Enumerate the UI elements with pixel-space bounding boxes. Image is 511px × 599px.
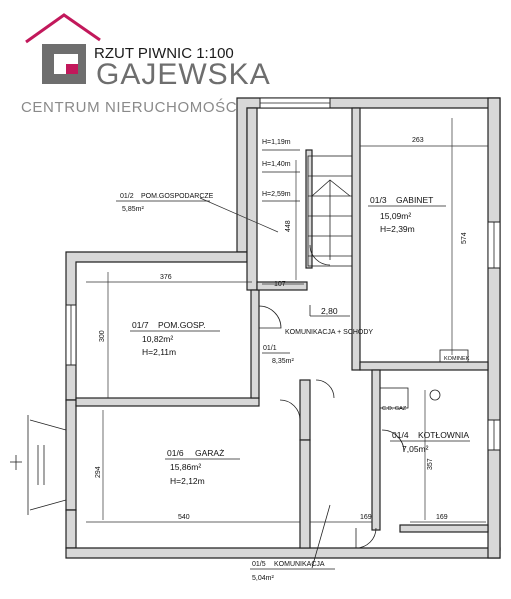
room-01-2-id: 01/2 [120, 193, 134, 200]
room-01-2-name: POM.GOSPODARCZE [141, 193, 214, 200]
height-label-3: H=2,59m [262, 191, 291, 198]
height-label-1: H=1,19m [262, 139, 291, 146]
room-01-3-id: 01/3 [370, 195, 387, 205]
gas-label: C.O. GAZ [382, 406, 407, 412]
chimney [439, 349, 469, 363]
logo-brand: GAJEWSKA [96, 58, 271, 91]
room-01-6-area: 15,86m² [170, 462, 201, 472]
dim-corridor-width: 107 [274, 281, 286, 288]
height-label-2: H=1,40m [262, 161, 291, 168]
inner-walls [75, 107, 489, 549]
room-01-7-area: 10,82m² [142, 334, 173, 344]
dim-corridor-169-a: 169 [360, 514, 372, 521]
room-01-1-id: 01/1 [263, 345, 277, 352]
room-01-4-name: KOTŁOWNIA [418, 430, 469, 440]
logo-subtitle: CENTRUM NIERUCHOMOŚCI [21, 98, 242, 116]
room-01-5-id: 01/5 [252, 561, 266, 568]
gas-boiler [379, 387, 441, 409]
dim-stair-length: 448 [285, 220, 292, 232]
door-swings [258, 244, 405, 549]
room-01-5-name: KOMUNIKACJA [274, 561, 325, 568]
chimney-label: KOMINEK [444, 356, 470, 362]
dimension-lines [86, 118, 488, 523]
dim-kotlownia-depth: 357 [427, 458, 434, 470]
room-01-6-name: GARAŻ [195, 448, 224, 458]
room-01-4-id: 01/4 [392, 430, 409, 440]
dim-gabinet-width: 263 [412, 137, 424, 144]
room-01-6-height: H=2,12m [170, 476, 205, 486]
dim-gosp-depth: 300 [99, 330, 106, 342]
room-01-3-height: H=2,39m [380, 224, 415, 234]
plan-title: RZUT PIWNIC 1:100 [94, 45, 234, 62]
dim-corridor-169-b: 169 [436, 514, 448, 521]
room-01-3-area: 15,09m² [380, 211, 411, 221]
garage-door [10, 415, 67, 515]
room-01-4-area: 7,05m² [402, 444, 429, 454]
room-01-7-id: 01/7 [132, 320, 149, 330]
room-01-6-id: 01/6 [167, 448, 184, 458]
room-01-2-area: 5,85m² [122, 206, 144, 213]
room-01-7-name: POM.GOSP. [158, 320, 206, 330]
dim-gabinet-depth: 574 [461, 232, 468, 244]
room-01-1-name: KOMUNIKACJA + SCHODY [285, 329, 373, 336]
windows [65, 97, 501, 451]
agency-logo: GAJEWSKA CENTRUM NIERUCHOMOŚCI [21, 13, 271, 116]
stairs [307, 155, 353, 267]
room-01-1-area: 8,35m² [272, 358, 294, 365]
logo-roof-icon [25, 13, 101, 44]
room-01-3-name: GABINET [396, 195, 433, 205]
dim-garage-depth: 294 [95, 466, 102, 478]
room-01-5-area: 5,04m² [252, 575, 274, 582]
dim-garage-width: 540 [178, 514, 190, 521]
level-mark: 2,80 [321, 306, 338, 316]
room-01-7-height: H=2,11m [142, 347, 176, 357]
dim-gosp-width: 376 [160, 274, 172, 281]
